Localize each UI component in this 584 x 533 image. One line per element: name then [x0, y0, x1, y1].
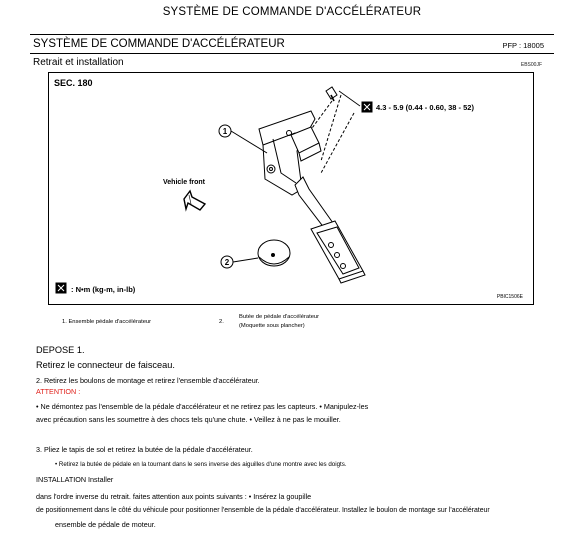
install-line-3: ensemble de pédale de moteur.: [55, 520, 156, 529]
vehicle-front-label: Vehicle front: [163, 179, 206, 186]
step-3-note: • Retirez la butée de pédale en la tourn…: [55, 461, 347, 468]
caption-item-2: Butée de pédale d'accélérateur (Moquette…: [239, 313, 319, 331]
callout-1-label: 1: [223, 127, 228, 136]
mounting-bolt: [330, 94, 335, 102]
pedal-arm: [294, 176, 334, 230]
pedal-pad: [310, 220, 364, 280]
section-title: SYSTÈME DE COMMANDE D'ACCÉLÉRATEUR: [33, 38, 285, 50]
install-line-1: dans l'ordre inverse du retrait. faites …: [36, 492, 312, 501]
vehicle-front-arrow-icon: [183, 189, 207, 212]
unit-legend: : N•m (kg-m, in-lb): [71, 285, 136, 294]
reference-code: EBS00JF: [520, 62, 542, 68]
section-number-label: SEC. 180: [54, 78, 93, 88]
header-rule: [30, 34, 554, 35]
pedal-illustration: 1 2: [55, 86, 373, 294]
figure-code: PBIC1506E: [496, 294, 523, 300]
pedal-stopper: [257, 239, 291, 267]
caption-item-2-line1: Butée de pédale d'accélérateur: [239, 314, 320, 320]
caption-item-2-line2: (Moquette sous plancher): [239, 323, 305, 329]
installation-heading: INSTALLATION Installer: [36, 475, 114, 484]
pedal-assembly-figure: 1 2 SEC. 180 Vehicle front 4.3 - 5.9 (0.…: [48, 72, 534, 305]
document-top-title: SYSTÈME DE COMMANDE D'ACCÉLÉRATEUR: [162, 6, 422, 18]
caution-line-2: avec précaution sans les soumettre à des…: [36, 415, 341, 424]
callout-2-label: 2: [225, 258, 230, 267]
install-line-2: de positionnement dans le côté du véhicu…: [36, 507, 490, 514]
step-3: 3. Pliez le tapis de sol et retirez la b…: [36, 445, 253, 454]
pfp-code: PFP : 18005: [502, 41, 544, 50]
depose-heading: DEPOSE 1.: [36, 345, 85, 355]
section-rule: [30, 53, 554, 54]
step-1: Retirez le connecteur de faisceau.: [36, 360, 175, 370]
torque-spec: 4.3 - 5.9 (0.44 - 0.60, 38 - 52): [376, 103, 474, 112]
caution-line-1: • Ne démontez pas l'ensemble de la pédal…: [36, 402, 369, 411]
caption-item-2-number: 2.: [219, 319, 224, 325]
caption-item-1: 1. Ensemble pédale d'accélérateur: [62, 319, 152, 325]
subsection-title: Retrait et installation: [33, 57, 124, 68]
pedal-bracket: [258, 110, 316, 196]
step-2: 2. Retirez les boulons de montage et ret…: [36, 376, 260, 385]
attention-label: ATTENTION :: [36, 387, 81, 396]
